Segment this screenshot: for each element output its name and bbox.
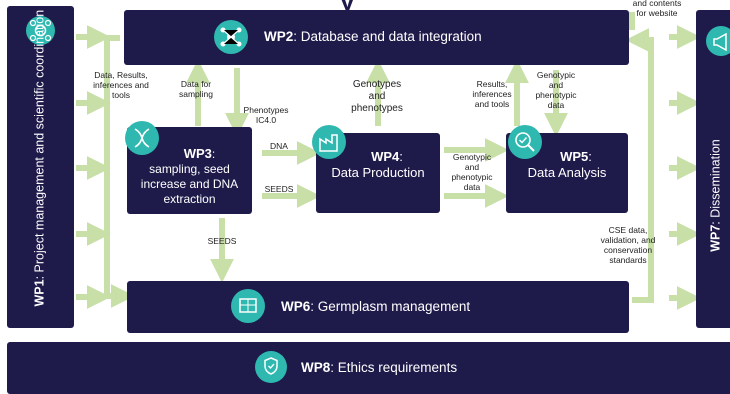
phenotypes-label: Phenotypes IC4.0 [243, 105, 289, 125]
wp4-box: WP4: Data Production [312, 125, 440, 213]
wp7-box: WP7: Dissemination [696, 10, 730, 328]
factory-icon [312, 125, 346, 159]
website-label: and contents for website [632, 0, 682, 18]
results-label: Results, inferences and tools [472, 79, 512, 109]
megaphone-icon [706, 26, 730, 56]
wp2-box: WP2: Database and data integration [124, 10, 629, 65]
molecule-network-icon [214, 20, 248, 54]
data-results-label: Data, Results, inferences and tools [93, 70, 149, 100]
wp5-box: WP5: Data Analysis [506, 125, 628, 213]
globe-map-icon [231, 289, 265, 323]
seeds-label: SEEDS [264, 184, 294, 194]
magnifier-check-icon [508, 125, 542, 159]
wp7-label: WP7: Dissemination [708, 139, 723, 252]
network-gears-icon [26, 16, 55, 45]
wp1-box: WP1: Project management and scientific c… [7, 6, 74, 328]
wp8-title: WP8: Ethics requirements [301, 360, 458, 375]
seeds-down-label: SEEDS [207, 236, 237, 246]
wp8-box: WP8: Ethics requirements [7, 342, 730, 394]
wp5-title: WP5: Data Analysis [527, 149, 607, 180]
wp6-title: WP6: Germplasm management [281, 299, 471, 314]
genotypic-phenotypic-45-label: Genotypic and phenotypic data [451, 152, 493, 192]
dna-label: DNA [270, 141, 288, 151]
wp6-box: WP6: Germplasm management [127, 281, 629, 333]
wp3-title: WP3: sampling, seed increase and DNA ext… [140, 146, 239, 206]
wp3-box: WP3: sampling, seed increase and DNA ext… [125, 121, 252, 214]
cse-label: CSE data, validation, and conservation s… [600, 225, 656, 265]
genotypes-phenotypes-label: Genotypes and phenotypes [351, 79, 403, 114]
wp1-label: WP1: Project management and scientific c… [32, 9, 47, 307]
wp2-title: WP2: Database and data integration [264, 29, 482, 44]
hands-shield-icon [255, 351, 287, 383]
data-for-sampling-label: Data for sampling [178, 79, 214, 99]
genotypic-phenotypic-label: Genotypic and phenotypic data [535, 70, 577, 110]
wp4-title: WP4: Data Production [331, 149, 425, 180]
dna-icon [125, 121, 159, 155]
